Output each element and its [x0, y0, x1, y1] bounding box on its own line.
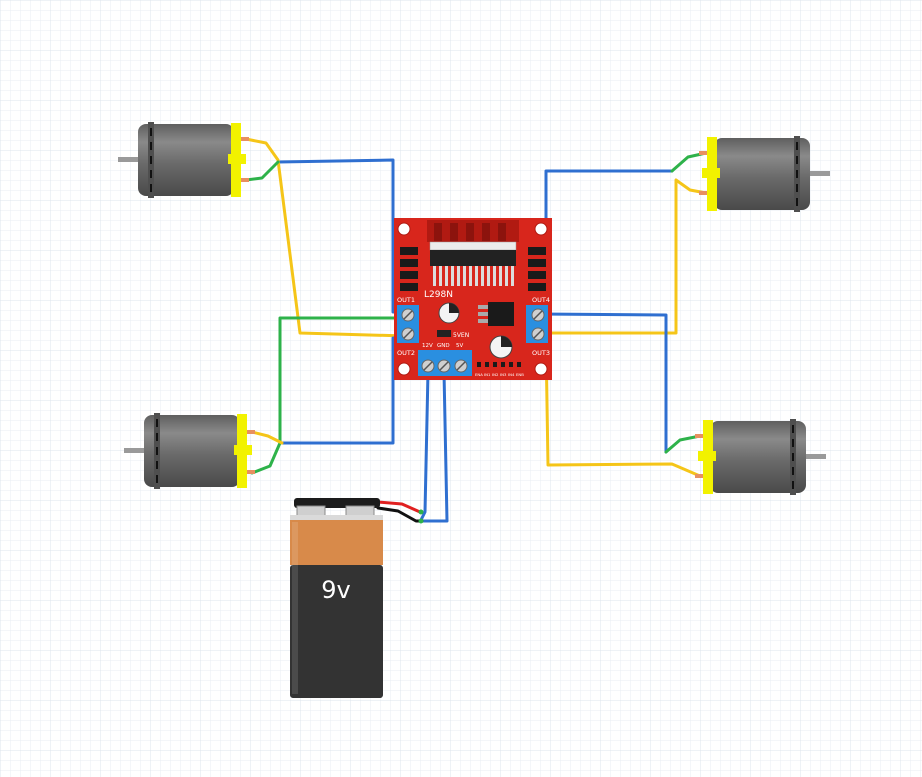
input-pin-label: IN4	[508, 372, 515, 377]
motor-cap-tab	[702, 168, 720, 178]
wire-yellow-bl-motor[interactable]	[250, 430, 284, 445]
l298n-chip	[430, 250, 516, 266]
motor-terminal	[241, 137, 249, 141]
motor-terminal	[695, 474, 703, 478]
battery-9v[interactable]: 9v	[290, 498, 383, 698]
input-pin-labels: ENA IN1 IN2 IN3 IN4 ENB	[475, 372, 524, 377]
voltage-regulator	[488, 302, 514, 326]
terminal-block-right[interactable]	[526, 305, 548, 343]
motor-terminal	[247, 470, 255, 474]
input-pin-label: IN2	[492, 372, 499, 377]
wire-yellow-tr-motor[interactable]	[536, 178, 708, 335]
motor-cap-tab	[698, 451, 716, 461]
terminal-block-power[interactable]	[418, 350, 472, 376]
out4-label: OUT4	[532, 296, 550, 304]
motor-terminal	[247, 430, 255, 434]
diodes-left	[400, 247, 418, 291]
wire-green-tl-motor[interactable]	[244, 160, 280, 182]
motor-terminal	[241, 178, 249, 182]
dc-motor-bottom-left[interactable]	[124, 413, 255, 489]
battery-highlight	[292, 522, 298, 694]
motor-terminal	[699, 191, 707, 195]
motor-body	[138, 124, 234, 196]
mounting-hole	[397, 362, 411, 376]
battery-label: 9v	[321, 576, 350, 604]
motor-body	[714, 138, 810, 210]
gnd-label: GND	[437, 343, 450, 349]
motor-shaft	[805, 171, 830, 176]
motor-cap-tab	[228, 154, 246, 164]
5v-label: 5V	[456, 343, 463, 349]
5ven-label: 5VEN	[453, 332, 469, 339]
regulator-tab	[478, 312, 488, 316]
regulator-tab	[478, 305, 488, 309]
l298n-driver-board[interactable]: L298N 5VEN OUT1 OUT2 OUT4 OUT3	[394, 218, 552, 380]
battery-body-bottom	[290, 565, 383, 698]
wire-junction	[418, 509, 424, 515]
wire-blue-gnd[interactable]	[419, 370, 449, 523]
mounting-hole	[397, 222, 411, 236]
capacitor	[489, 335, 513, 359]
wire-yellow-tl-motor[interactable]	[244, 137, 408, 338]
chip-label: L298N	[424, 290, 453, 300]
motor-shaft	[124, 448, 149, 453]
heatsink	[427, 220, 519, 251]
motor-terminal	[699, 151, 707, 155]
input-pin-label: IN3	[500, 372, 507, 377]
regulator-tab	[478, 319, 488, 323]
dc-motor-top-right[interactable]	[699, 136, 830, 212]
wire-red-battery[interactable]	[376, 500, 422, 514]
motor-shaft	[801, 454, 826, 459]
chip-pins	[433, 266, 514, 286]
5ven-jumper[interactable]	[437, 330, 451, 337]
mounting-hole	[534, 222, 548, 236]
motor-shaft	[118, 157, 143, 162]
wire-blue-12v[interactable]	[419, 370, 430, 522]
wires	[244, 137, 708, 524]
dc-motor-top-left[interactable]	[118, 122, 249, 198]
out2-label: OUT2	[397, 349, 415, 357]
input-pin-label: ENA	[475, 372, 483, 377]
motor-body	[144, 415, 240, 487]
motor-body	[710, 421, 806, 493]
out3-label: OUT3	[532, 349, 550, 357]
capacitor	[438, 302, 460, 324]
out1-label: OUT1	[397, 296, 415, 304]
wire-blue-br-motor[interactable]	[536, 312, 668, 454]
mounting-hole	[534, 362, 548, 376]
terminal-block-left[interactable]	[397, 305, 419, 343]
input-pin-label: IN1	[484, 372, 491, 377]
input-pin-label: ENB	[516, 372, 524, 377]
motor-terminal	[695, 434, 703, 438]
battery-body-top	[290, 520, 383, 565]
motor-cap-tab	[234, 445, 252, 455]
dc-motor-bottom-right[interactable]	[695, 419, 826, 495]
battery-top-plate	[290, 515, 383, 521]
input-header[interactable]	[477, 362, 521, 367]
diodes-right	[528, 247, 546, 291]
12v-label: 12V	[422, 343, 433, 349]
wire-green-br-motor[interactable]	[664, 434, 702, 454]
wire-junction	[418, 518, 424, 524]
